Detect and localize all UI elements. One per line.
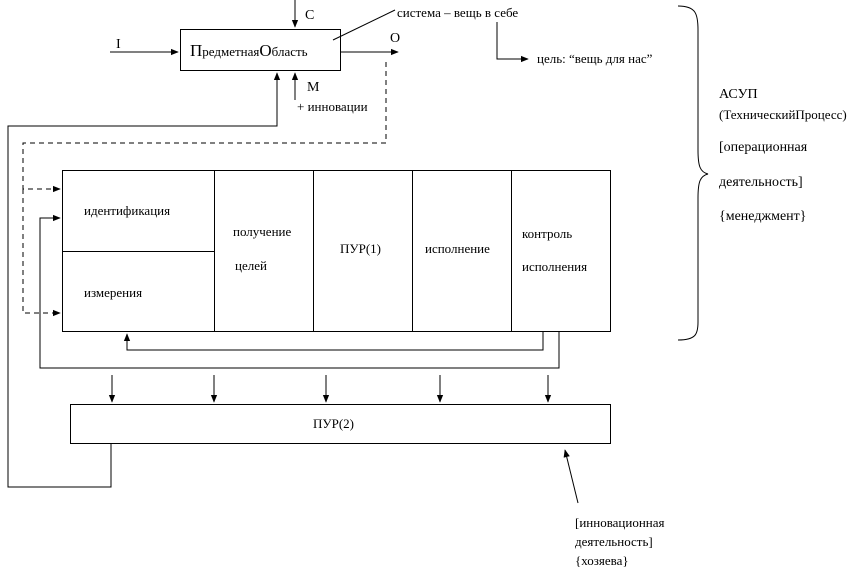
innovation-line2: деятельность] bbox=[575, 534, 653, 549]
innovation-line3: {хозяева} bbox=[575, 553, 629, 568]
cell-measurement: измерения bbox=[84, 285, 142, 300]
control-label: C bbox=[305, 8, 314, 23]
innovation-arrow bbox=[563, 449, 579, 504]
cell-control-line2: исполнения bbox=[522, 259, 587, 274]
output-feedback-dashed bbox=[22, 62, 387, 193]
inner-feedback-arrow bbox=[123, 331, 544, 351]
innovation-line1: [инновационная bbox=[575, 515, 665, 530]
goal-annotation: цель: “вещь для нас” bbox=[537, 51, 653, 66]
cell-goals-line1: получение bbox=[233, 224, 291, 239]
system-annotation: система – вещь в себе bbox=[397, 5, 518, 20]
output-feedback-dashed-lower bbox=[22, 189, 61, 317]
pur2-label: ПУР(2) bbox=[313, 416, 354, 431]
output-label: O bbox=[390, 31, 400, 46]
pur2-to-subject-area-loop bbox=[7, 72, 281, 488]
cell-execution: исполнение bbox=[425, 241, 490, 256]
cell-pur1: ПУР(1) bbox=[340, 241, 381, 256]
asup-line2: деятельность] bbox=[719, 175, 803, 190]
system-annotation-leader bbox=[332, 9, 396, 41]
cell-control-line1: контроль bbox=[522, 226, 572, 241]
subject-area-label: ПредметнаяОбласть bbox=[190, 41, 308, 60]
asup-line1: [операционная bbox=[719, 140, 808, 155]
main-block bbox=[62, 170, 611, 332]
outer-feedback-arrow bbox=[39, 214, 560, 369]
cell-identification: идентификация bbox=[84, 203, 170, 218]
asup-line3: {менеджмент} bbox=[719, 209, 807, 224]
mechanism-note: + инновации bbox=[297, 99, 368, 114]
asup-process: (ТехническийПроцесс) bbox=[719, 107, 847, 122]
goal-annotation-arrow bbox=[496, 22, 529, 63]
pur2-box bbox=[70, 404, 611, 444]
mechanism-label: M bbox=[307, 80, 320, 95]
input-label: I bbox=[116, 37, 121, 52]
asup-title: АСУП bbox=[719, 87, 758, 102]
subject-area-box bbox=[180, 29, 341, 71]
cell-goals-line2: целей bbox=[235, 258, 267, 273]
asup-brace bbox=[677, 5, 709, 341]
